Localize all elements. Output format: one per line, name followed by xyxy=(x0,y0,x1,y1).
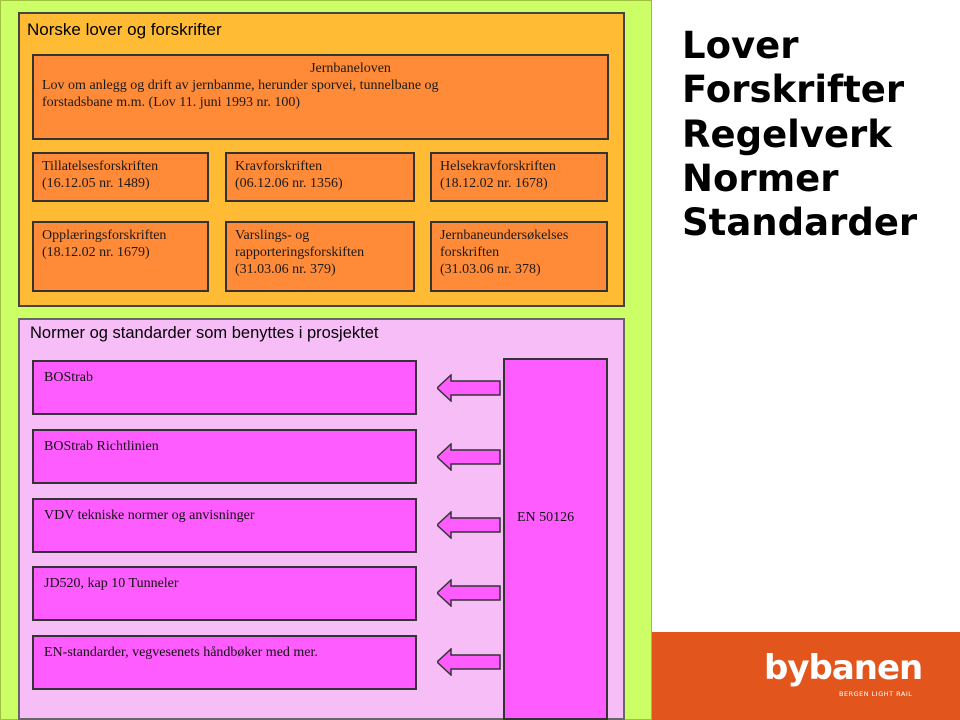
left-arrow-icon xyxy=(437,443,501,471)
norm-box: VDV tekniske normer og anvisninger xyxy=(32,498,417,553)
logo-wordmark: bybanen xyxy=(764,648,923,688)
jernbaneloven-box: Jernbaneloven Lov om anlegg og drift av … xyxy=(32,54,609,140)
norm-box: BOStrab Richtlinien xyxy=(32,429,417,484)
regulation-date: (16.12.05 nr. 1489) xyxy=(42,176,150,191)
regulation-name: Kravforskriften xyxy=(235,159,323,174)
regulation-name: Tillatelsesforskriften xyxy=(42,159,159,174)
regulation-date: (31.03.06 nr. 378) xyxy=(440,262,541,277)
regulation-name: forskriften xyxy=(440,245,500,260)
laws-title: Norske lover og forskrifter xyxy=(27,20,222,39)
en50126-label: EN 50126 xyxy=(517,510,575,525)
norm-label: JD520, kap 10 Tunneler xyxy=(44,576,179,591)
regulation-name: Jernbaneundersøkelses xyxy=(440,228,569,243)
jernbaneloven-line1: Lov om anlegg og drift av jernbanme, her… xyxy=(42,78,439,93)
regulation-box: Opplæringsforskriften (18.12.02 nr. 1679… xyxy=(32,221,209,292)
norm-box: JD520, kap 10 Tunneler xyxy=(32,566,417,621)
regulation-name: Opplæringsforskriften xyxy=(42,228,167,243)
regulation-box: Kravforskriften (06.12.06 nr. 1356) xyxy=(225,152,415,202)
left-arrow-icon xyxy=(437,511,501,539)
regulation-box: Helsekravforskriften (18.12.02 nr. 1678) xyxy=(430,152,608,202)
heading-forskrifter: Forskrifter xyxy=(682,68,905,111)
regulation-box: Varslings- og rapporteringsforskiften (3… xyxy=(225,221,415,292)
heading-standarder: Standarder xyxy=(682,201,918,244)
norm-box: BOStrab xyxy=(32,360,417,415)
norm-label: VDV tekniske normer og anvisninger xyxy=(44,508,255,523)
heading-regelverk: Regelverk xyxy=(682,113,892,156)
en50126-box: EN 50126 xyxy=(503,358,608,720)
norms-title: Normer og standarder som benyttes i pros… xyxy=(30,324,379,342)
regulation-date: (06.12.06 nr. 1356) xyxy=(235,176,343,191)
left-arrow-icon xyxy=(437,374,501,402)
norm-label: EN-standarder, vegvesenets håndbøker med… xyxy=(44,645,318,660)
left-arrow-icon xyxy=(437,648,501,676)
heading-normer: Normer xyxy=(682,157,839,200)
bybanen-logo: bybanen BERGEN LIGHT RAIL xyxy=(652,632,960,720)
norm-label: BOStrab Richtlinien xyxy=(44,439,159,454)
heading-lover: Lover xyxy=(682,24,799,67)
jernbaneloven-line2: forstadsbane m.m. (Lov 11. juni 1993 nr.… xyxy=(42,95,301,110)
regulation-box: Tillatelsesforskriften (16.12.05 nr. 148… xyxy=(32,152,209,202)
regulation-name: rapporteringsforskiften xyxy=(235,245,365,260)
regulation-name: Varslings- og xyxy=(235,228,310,243)
regulation-date: (31.03.06 nr. 379) xyxy=(235,262,336,277)
regulation-box: Jernbaneundersøkelses forskriften (31.03… xyxy=(430,221,608,292)
logo-tagline: BERGEN LIGHT RAIL xyxy=(839,690,913,698)
regulation-date: (18.12.02 nr. 1679) xyxy=(42,245,150,260)
left-arrow-icon xyxy=(437,579,501,607)
norm-label: BOStrab xyxy=(44,370,93,385)
regulation-date: (18.12.02 nr. 1678) xyxy=(440,176,548,191)
regulation-name: Helsekravforskriften xyxy=(440,159,556,174)
jernbaneloven-heading: Jernbaneloven xyxy=(310,61,391,76)
norm-box: EN-standarder, vegvesenets håndbøker med… xyxy=(32,635,417,690)
